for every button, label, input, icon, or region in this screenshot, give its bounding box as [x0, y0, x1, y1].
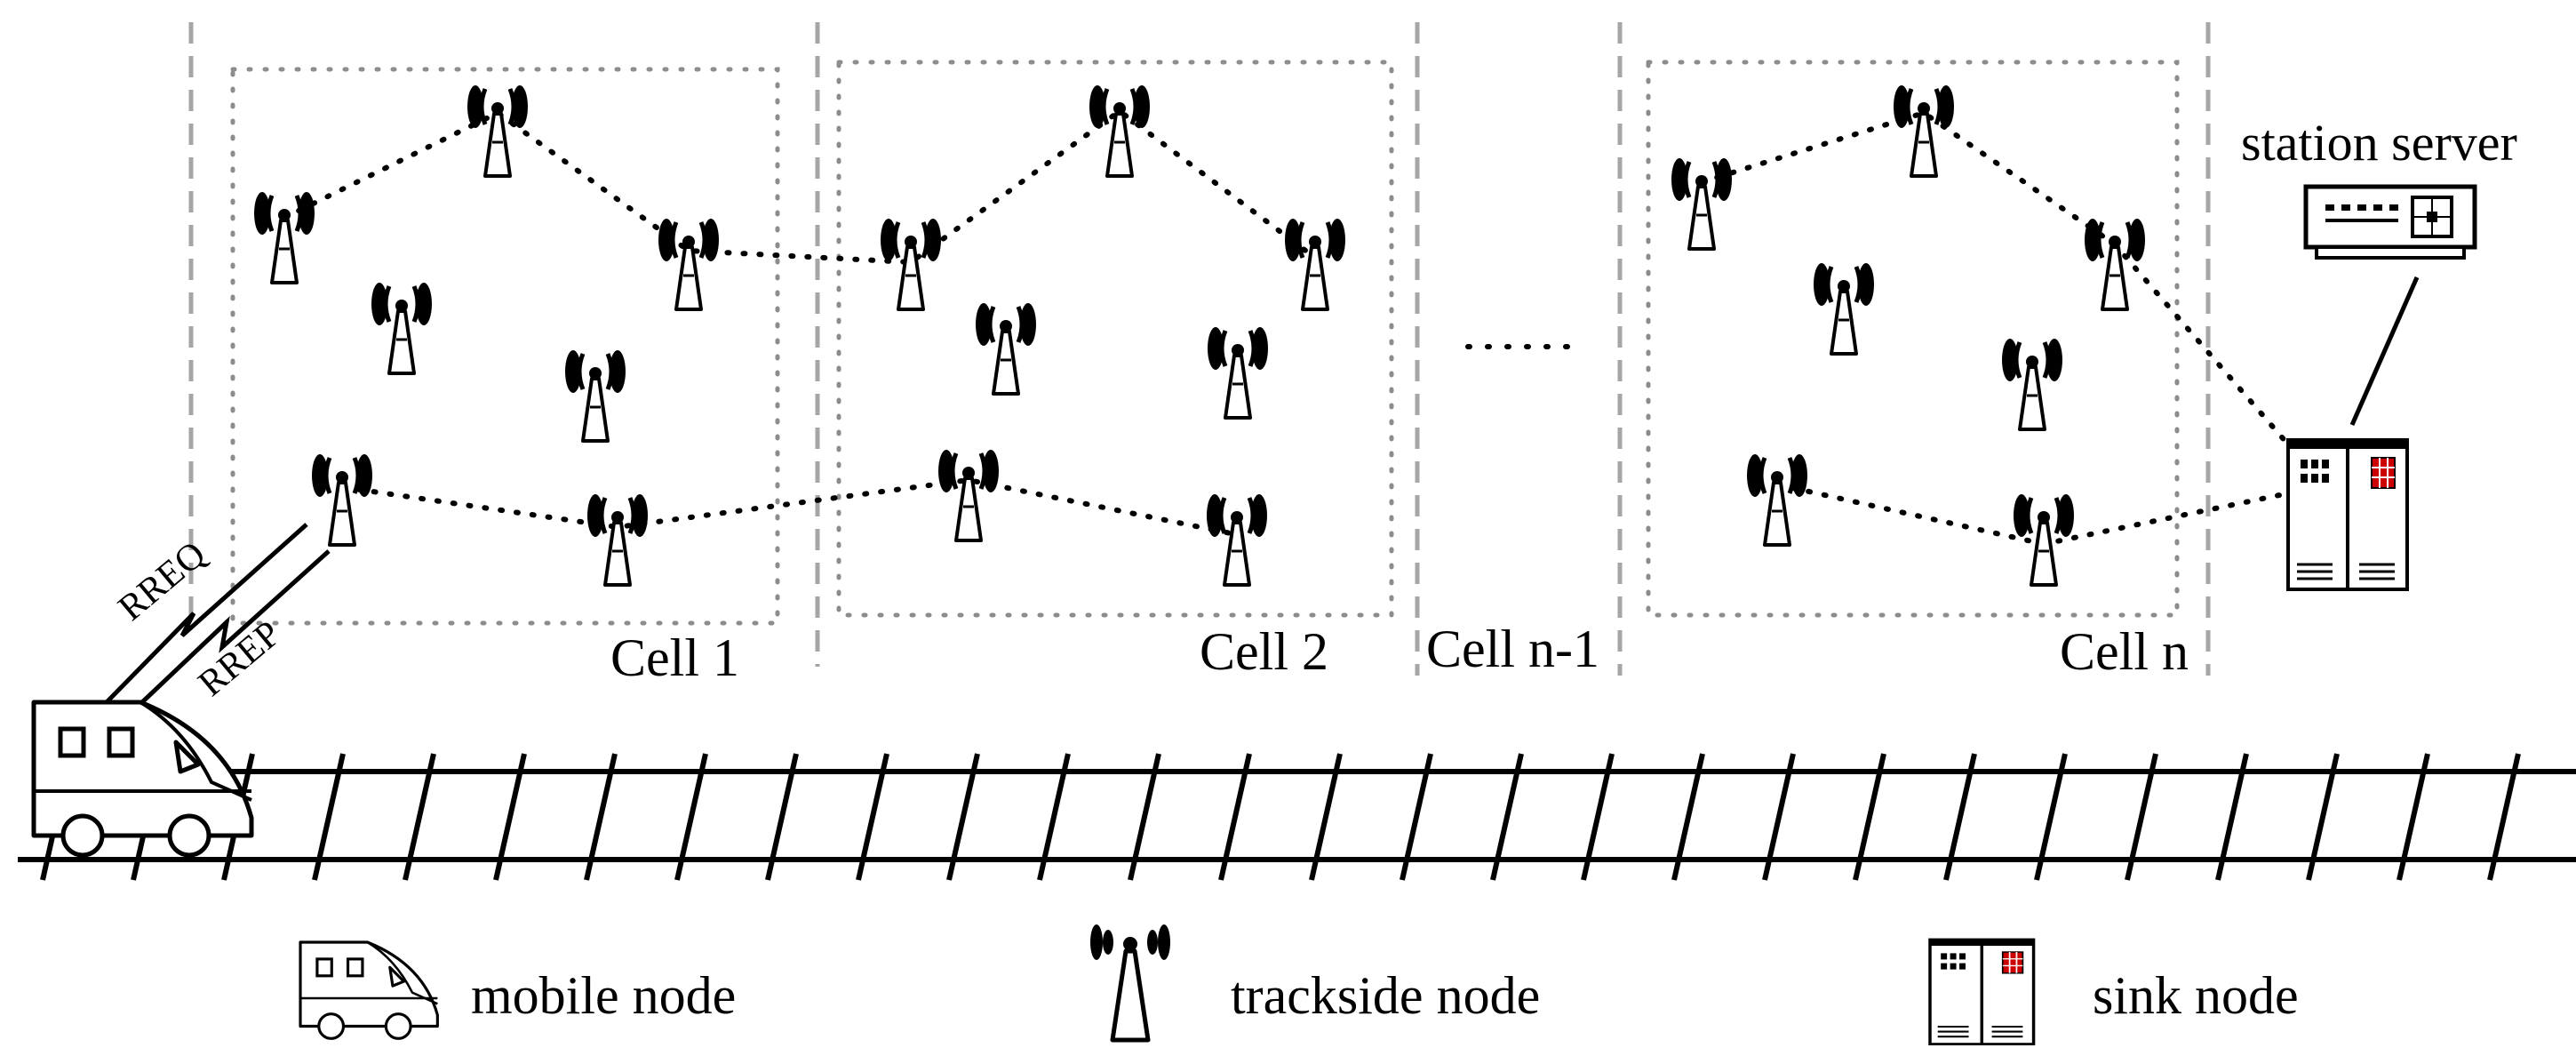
antenna-icon [2002, 339, 2062, 429]
legend-sink-label: sink node [2093, 966, 2299, 1025]
train-icon [34, 702, 251, 855]
cell-1-label: Cell 1 [610, 628, 739, 687]
sleeper [1762, 753, 1796, 881]
legend-train-icon [299, 940, 439, 1040]
station-server-label: station server [2241, 114, 2517, 172]
antenna-icon [976, 303, 1036, 394]
sleeper [1218, 753, 1252, 881]
sleeper [2215, 753, 2249, 881]
legend-trackside-label: trackside node [1231, 966, 1540, 1025]
cell-2-box [836, 60, 1394, 618]
antenna-icon [1671, 158, 1732, 249]
sleeper [312, 753, 346, 881]
sleeper [2487, 753, 2521, 881]
cell-n-label: Cell n [2060, 622, 2189, 681]
sleeper [584, 753, 618, 881]
routes [282, 108, 2291, 548]
sleepers [40, 753, 2521, 881]
cell-n-lower-route [1774, 482, 2291, 548]
sleeper [1581, 753, 1615, 881]
antenna-icon [1894, 85, 1954, 176]
cell-2-label: Cell 2 [1200, 622, 1328, 681]
rreq-label: RREQ [111, 533, 213, 628]
antenna-icon [1207, 494, 1267, 585]
sleeper [1943, 753, 1977, 881]
sleeper [674, 753, 708, 881]
cell-1-box [230, 67, 780, 626]
sleeper [1128, 753, 1161, 881]
sleeper [403, 753, 436, 881]
rreq-link [105, 523, 308, 704]
server-link [2349, 276, 2420, 427]
antenna-icon [371, 283, 432, 373]
legend: mobile node trackside node sink node [299, 924, 2299, 1046]
antenna-icon [312, 454, 372, 545]
antenna-icon [467, 85, 528, 176]
sleeper [1490, 753, 1524, 881]
sleeper [946, 753, 980, 881]
rrep-link [140, 549, 331, 704]
antenna-icon [587, 494, 648, 585]
sleeper [1671, 753, 1705, 881]
antenna-icon [881, 219, 941, 309]
antenna-icon [938, 450, 999, 540]
server-icon [2303, 184, 2477, 260]
antenna-icon [2014, 494, 2074, 585]
antenna-icon [1208, 327, 1268, 418]
sleeper [2306, 753, 2340, 881]
lower-route [339, 476, 1233, 536]
radio-links [105, 523, 331, 704]
legend-mobile-label: mobile node [471, 966, 736, 1025]
sleeper [1309, 753, 1343, 881]
cell-boxes [230, 60, 2180, 626]
legend-antenna-icon [1090, 924, 1170, 1043]
antenna-icon [1285, 219, 1345, 309]
sleeper [2125, 753, 2158, 881]
sleeper [1853, 753, 1886, 881]
antenna-icon [1089, 85, 1150, 176]
sleeper [2034, 753, 2068, 881]
upper-route [282, 108, 1318, 266]
railway-track [18, 753, 2576, 881]
antenna-icon [254, 192, 315, 283]
antenna-icon [1814, 263, 1874, 354]
cell-n-box [1646, 60, 2180, 618]
cell-n-upper-route [1699, 109, 2291, 447]
legend-sink-icon [1928, 938, 2036, 1046]
sink-cabinet-icon [2286, 438, 2409, 591]
rrep-label: RREP [191, 613, 289, 705]
sleeper [493, 753, 527, 881]
antenna-icon [658, 219, 719, 309]
trackside-nodes [254, 85, 2145, 585]
sleeper [1400, 753, 1433, 881]
antenna-icon [2085, 219, 2145, 309]
sleeper [2397, 753, 2430, 881]
cell-n-1-label: Cell n-1 [1426, 620, 1599, 678]
sleeper [856, 753, 889, 881]
antenna-icon [1747, 454, 1807, 545]
antenna-icon [565, 350, 626, 441]
sleeper [765, 753, 799, 881]
cell-separators [188, 22, 2211, 676]
sleeper [1037, 753, 1071, 881]
